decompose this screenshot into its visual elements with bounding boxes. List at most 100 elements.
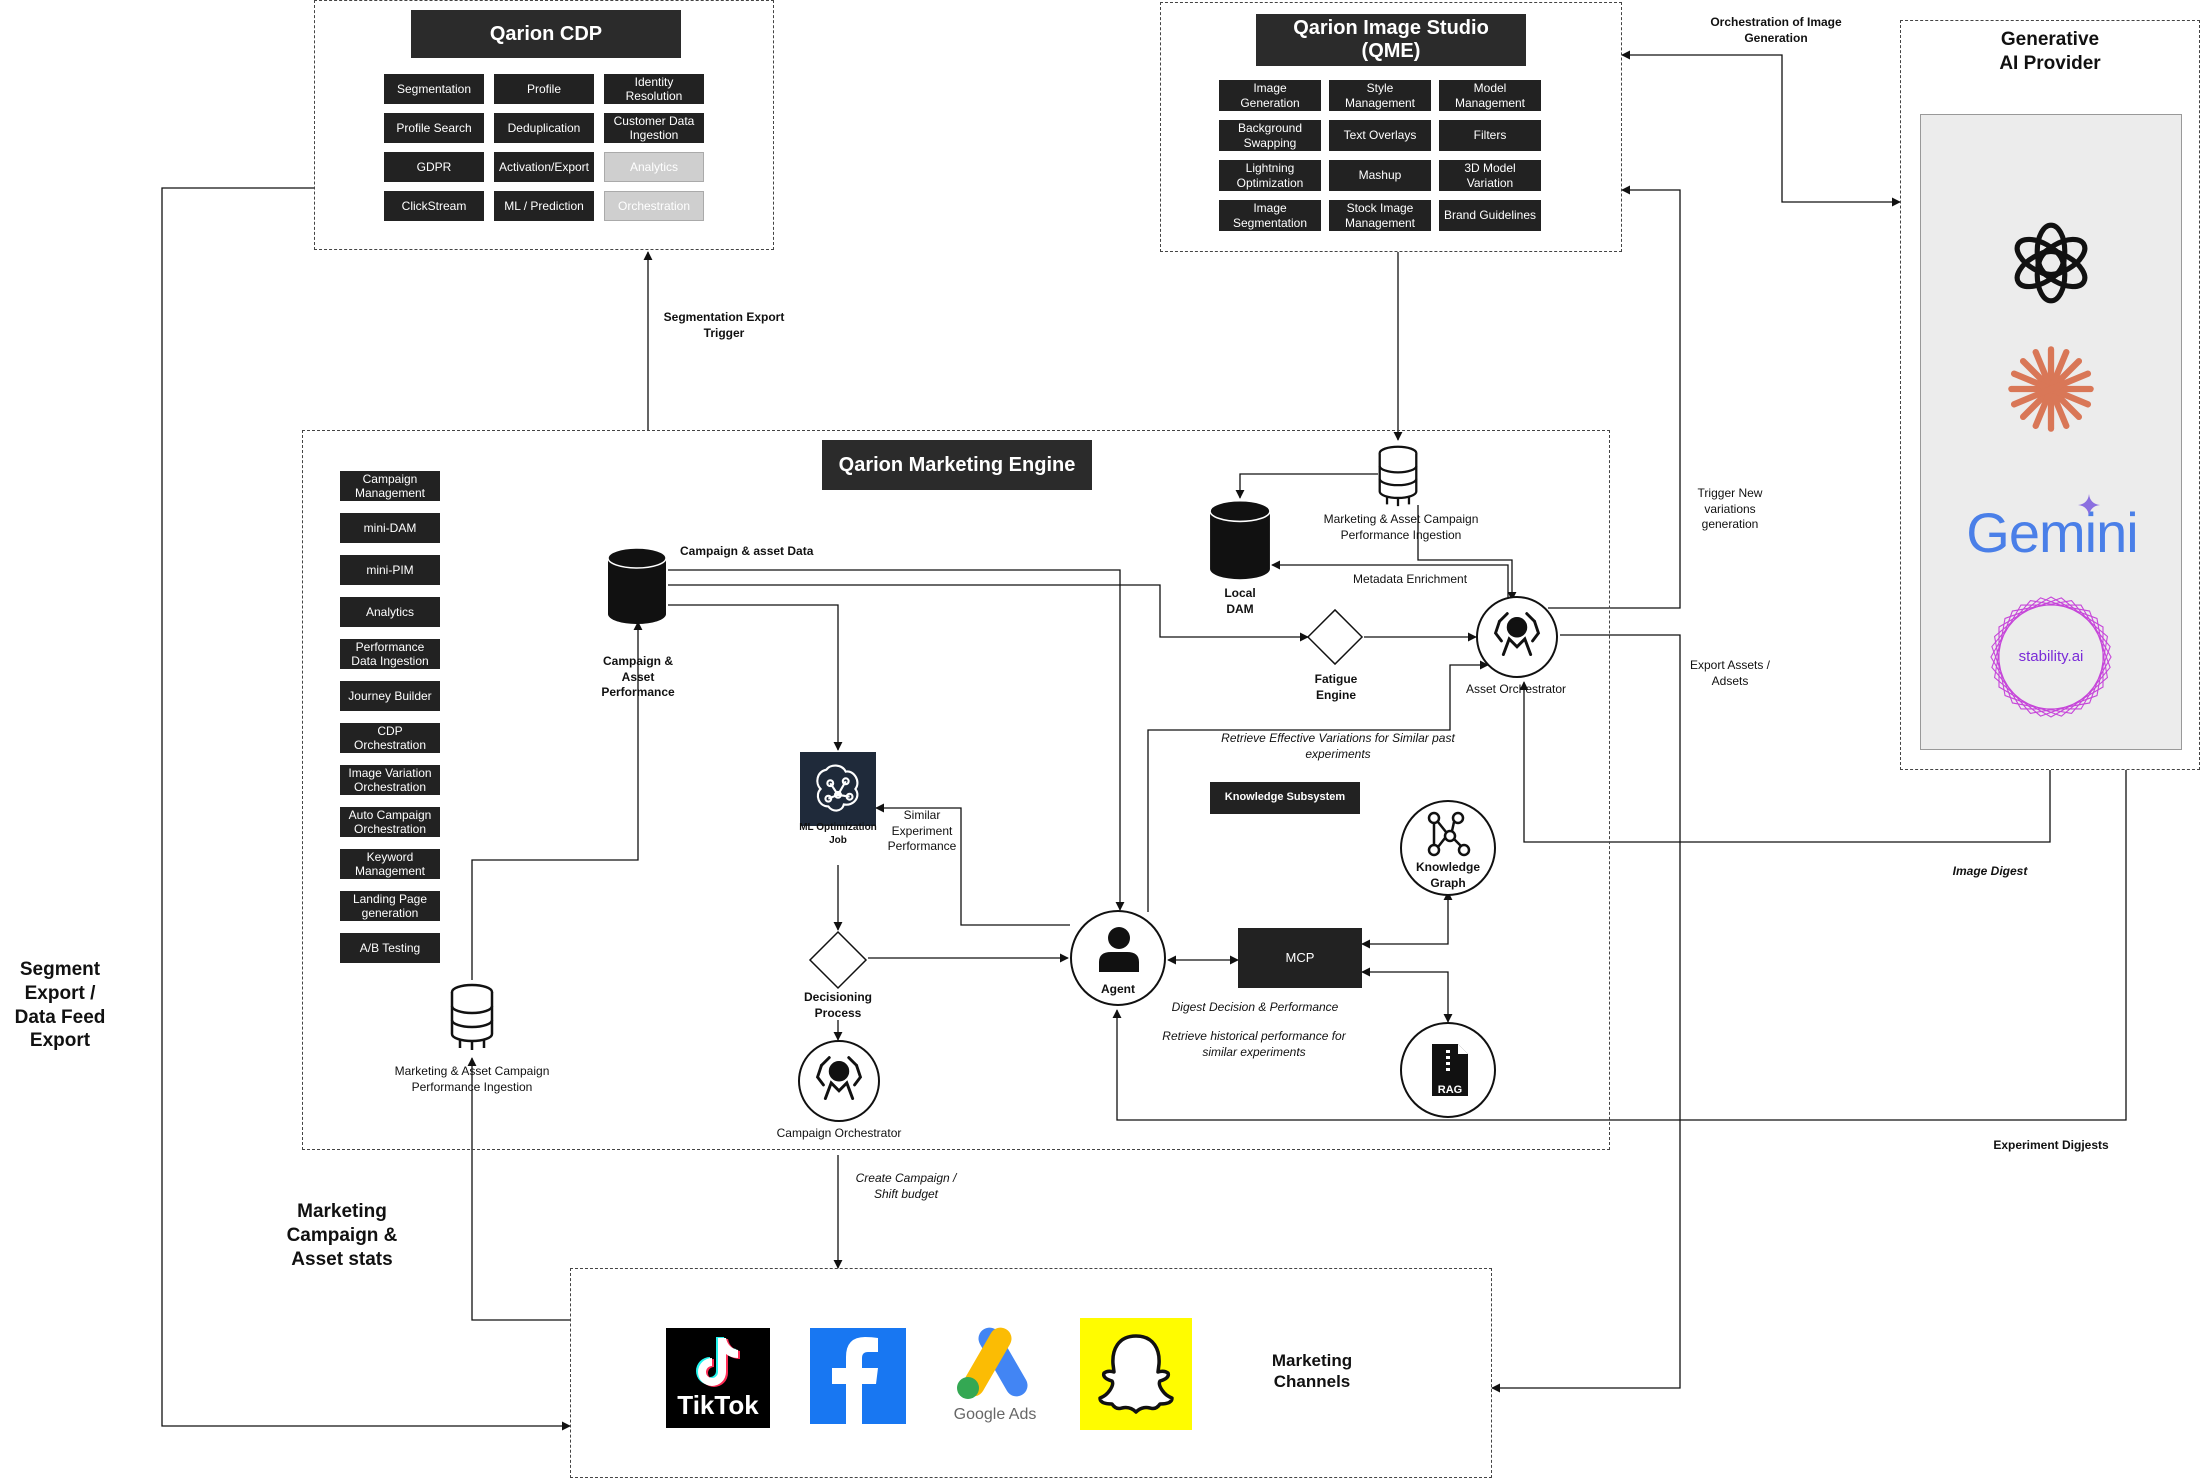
agent-person-icon — [1099, 927, 1139, 972]
campaign-database-icon — [607, 547, 667, 624]
engine-title: Qarion Marketing Engine — [822, 440, 1092, 490]
cdp-cap-ml-prediction: ML / Prediction — [494, 191, 594, 221]
segment-export-label: Segment Export / Data Feed Export — [14, 959, 106, 1052]
create-campaign-label: Create Campaign / Shift budget — [855, 1171, 957, 1201]
engine-frame — [302, 430, 1610, 1150]
qme-cap-background-swapping: Background Swapping — [1219, 120, 1321, 151]
image-digest-label: Image Digest — [1952, 864, 2028, 878]
ml-job-label: ML Optimization Job — [799, 822, 877, 846]
engine-cap-mini-pim: mini-PIM — [340, 555, 440, 585]
qme-cap-stock-image-management: Stock Image Management — [1329, 200, 1431, 231]
cdp-cap-deduplication: Deduplication — [494, 113, 594, 143]
cdp-cap-profile-search: Profile Search — [384, 113, 484, 143]
engine-cap-analytics: Analytics — [340, 597, 440, 627]
google-ads-icon — [957, 1327, 1028, 1399]
engine-cap-auto-campaign-orchestration: Auto Campaign Orchestration — [340, 807, 440, 837]
similar-experiment-label: Similar Experiment Performance — [887, 808, 957, 854]
tiktok-wordmark: TikTok — [677, 1390, 759, 1420]
engine-cap-keyword-management: Keyword Management — [340, 849, 440, 879]
ingestion-left-database-icon — [450, 983, 494, 1050]
knowledge-graph-icon — [1427, 811, 1471, 857]
marketing-stats-label: Marketing Campaign & Asset stats — [286, 1201, 398, 1270]
qme-cap-text-overlays: Text Overlays — [1329, 120, 1431, 151]
gemini-sparkle-icon — [2078, 494, 2100, 516]
cdp-frame — [314, 0, 774, 250]
channels-frame — [570, 1268, 1492, 1478]
qme-cap-model-management: Model Management — [1439, 80, 1541, 111]
cdp-cap-activation-export: Activation/Export — [494, 152, 594, 182]
metadata-enrichment-label: Metadata Enrichment — [1352, 572, 1468, 586]
ingestion-left-label: Marketing & Asset Campaign Performance I… — [394, 1064, 550, 1094]
engine-cap-journey-builder: Journey Builder — [340, 681, 440, 711]
qme-cap-image-generation: Image Generation — [1219, 80, 1321, 111]
engine-cap-image-variation-orchestration: Image Variation Orchestration — [340, 765, 440, 795]
google-ads-wordmark: Google Ads — [953, 1406, 1037, 1423]
cdp-cap-analytics: Analytics — [604, 152, 704, 182]
google-ads-logo: Google Ads — [950, 1326, 1040, 1426]
engine-cap-mini-dam: mini-DAM — [340, 513, 440, 543]
cdp-cap-profile: Profile — [494, 74, 594, 104]
decisioning-label: Decisioning Process — [803, 990, 872, 1020]
ingestion-top-database-icon — [1378, 445, 1418, 507]
cdp-cap-segmentation: Segmentation — [384, 74, 484, 104]
ingestion-top-label: Marketing & Asset Campaign Performance I… — [1323, 512, 1479, 542]
engine-cap-landing-page-generation: Landing Page generation — [340, 891, 440, 921]
qme-cap-image-segmentation: Image Segmentation — [1219, 200, 1321, 231]
rag-node: RAG — [1400, 1022, 1496, 1118]
retrieve-historical-label: Retrieve historical performance for simi… — [1162, 1029, 1346, 1059]
knowledge-graph-label: Knowledge Graph — [1415, 860, 1480, 890]
digest-decision-label: Digest Decision & Performance — [1171, 1000, 1339, 1014]
qme-cap-mashup: Mashup — [1329, 160, 1431, 191]
stability-logo-text: stability.ai — [2018, 648, 2084, 665]
provider-title: Generative AI Provider — [1999, 29, 2101, 74]
engine-cap-cdp-orchestration: CDP Orchestration — [340, 723, 440, 753]
tiktok-logo: TikTok — [666, 1328, 770, 1428]
cdp-cap-identity-resolution: Identity Resolution — [604, 74, 704, 104]
tiktok-note-icon — [696, 1337, 740, 1387]
engine-cap-a-b-testing: A/B Testing — [340, 933, 440, 963]
orchestration-gen-label: Orchestration of Image Generation — [1710, 15, 1842, 45]
qme-cap-3d-model-variation: 3D Model Variation — [1439, 160, 1541, 191]
provider-logo-panel — [1920, 114, 2182, 750]
facebook-logo — [810, 1328, 906, 1424]
retrieve-variations-label: Retrieve Effective Variations for Simila… — [1221, 731, 1455, 761]
qme-title: Qarion Image Studio (QME) — [1256, 14, 1526, 66]
channels-title: Marketing Channels — [1271, 1351, 1353, 1392]
agent-node: Agent — [1070, 910, 1166, 1006]
decisioning-diamond — [808, 930, 868, 990]
rag-file-icon — [1432, 1044, 1468, 1096]
anthropic-logo-icon — [2008, 346, 2094, 432]
cdp-cap-clickstream: ClickStream — [384, 191, 484, 221]
qme-frame — [1160, 2, 1622, 252]
engine-cap-performance-data-ingestion: Performance Data Ingestion — [340, 639, 440, 669]
gemini-logo: Gemini — [1966, 501, 2138, 564]
campaign-orchestrator-label: Campaign Orchestrator — [776, 1126, 902, 1140]
engine-cap-campaign-management: Campaign Management — [340, 471, 440, 501]
cdp-cap-gdpr: GDPR — [384, 152, 484, 182]
provider-frame — [1900, 20, 2200, 770]
agent-label: Agent — [1101, 982, 1135, 996]
fatigue-engine-diamond — [1306, 608, 1364, 666]
cdp-title: Qarion CDP — [411, 10, 681, 58]
ml-job-icon — [800, 752, 876, 826]
mcp-block: MCP — [1238, 928, 1362, 988]
campaign-db-label: Campaign & Asset Performance — [601, 654, 675, 700]
trigger-variations-label: Trigger New variations generation — [1697, 486, 1763, 532]
campaign-data-label: Campaign & asset Data — [680, 544, 814, 558]
knowledge-graph-node: Knowledge Graph — [1400, 800, 1496, 896]
export-assets-label: Export Assets / Adsets — [1689, 658, 1771, 688]
knowledge-subsystem-label: Knowledge Subsystem — [1210, 782, 1360, 814]
snapchat-logo — [1080, 1318, 1192, 1430]
qme-cap-style-management: Style Management — [1329, 80, 1431, 111]
cdp-cap-orchestration: Orchestration — [604, 191, 704, 221]
rag-label: RAG — [1437, 1084, 1463, 1096]
segmentation-trigger-label: Segmentation Export Trigger — [663, 310, 785, 340]
campaign-orchestrator-node — [798, 1040, 880, 1122]
qme-cap-lightning-optimization: Lightning Optimization — [1219, 160, 1321, 191]
cdp-cap-customer-data-ingestion: Customer Data Ingestion — [604, 113, 704, 143]
fatigue-engine-label: Fatigue Engine — [1314, 672, 1358, 702]
local-dam-database-icon — [1209, 499, 1271, 580]
openai-logo-icon — [2014, 222, 2088, 304]
experiment-digests-label: Experiment Digjests — [1993, 1138, 2109, 1152]
